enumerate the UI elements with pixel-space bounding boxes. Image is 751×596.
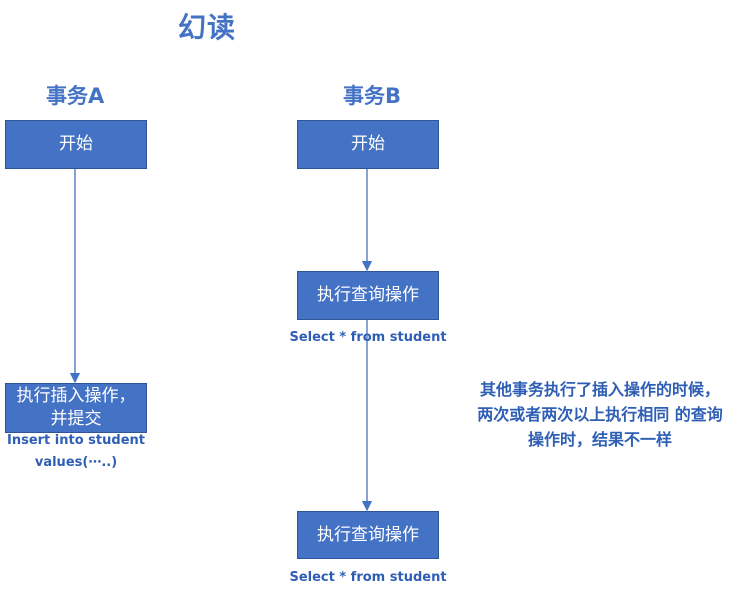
transaction-b-start-label: 开始: [351, 134, 385, 155]
transaction-b-query1-box: 执行查询操作: [297, 271, 439, 320]
transaction-a-start-label: 开始: [59, 134, 93, 155]
transaction-b-query2-box: 执行查询操作: [297, 511, 439, 559]
transaction-a-insert-line1: 执行插入操作，: [16, 386, 136, 407]
transaction-b-start-box: 开始: [297, 120, 439, 169]
transaction-b-query1-label: 执行查询操作: [317, 285, 419, 306]
phantom-read-explanation: 其他事务执行了插入操作的时候， 两次或者两次以上执行相同 的查询 操作时，结果不…: [452, 378, 748, 452]
transaction-a-start-box: 开始: [5, 120, 147, 169]
diagram-title: 幻读: [178, 11, 237, 44]
transaction-b-query2-caption: Select * from student: [289, 570, 447, 585]
transaction-a-insert-line2: 并提交: [50, 409, 102, 429]
transaction-b-label: 事务B: [343, 84, 402, 108]
transaction-b-query2-label: 执行查询操作: [317, 524, 419, 545]
transaction-a-insert-caption-line1: Insert into student: [7, 433, 145, 448]
transaction-a-insert-box: 执行插入操作， 并提交: [5, 383, 147, 433]
note-line3: 操作时，结果不一样: [527, 429, 672, 449]
note-line1: 其他事务执行了插入操作的时候，: [479, 380, 720, 399]
transaction-a-insert-caption-line2: values(⋯..): [34, 455, 118, 470]
note-line2: 两次或者两次以上执行相同 的查询: [477, 404, 723, 424]
transaction-b-query1-caption: Select * from student: [289, 330, 447, 345]
transaction-a-label: 事务A: [46, 84, 105, 108]
